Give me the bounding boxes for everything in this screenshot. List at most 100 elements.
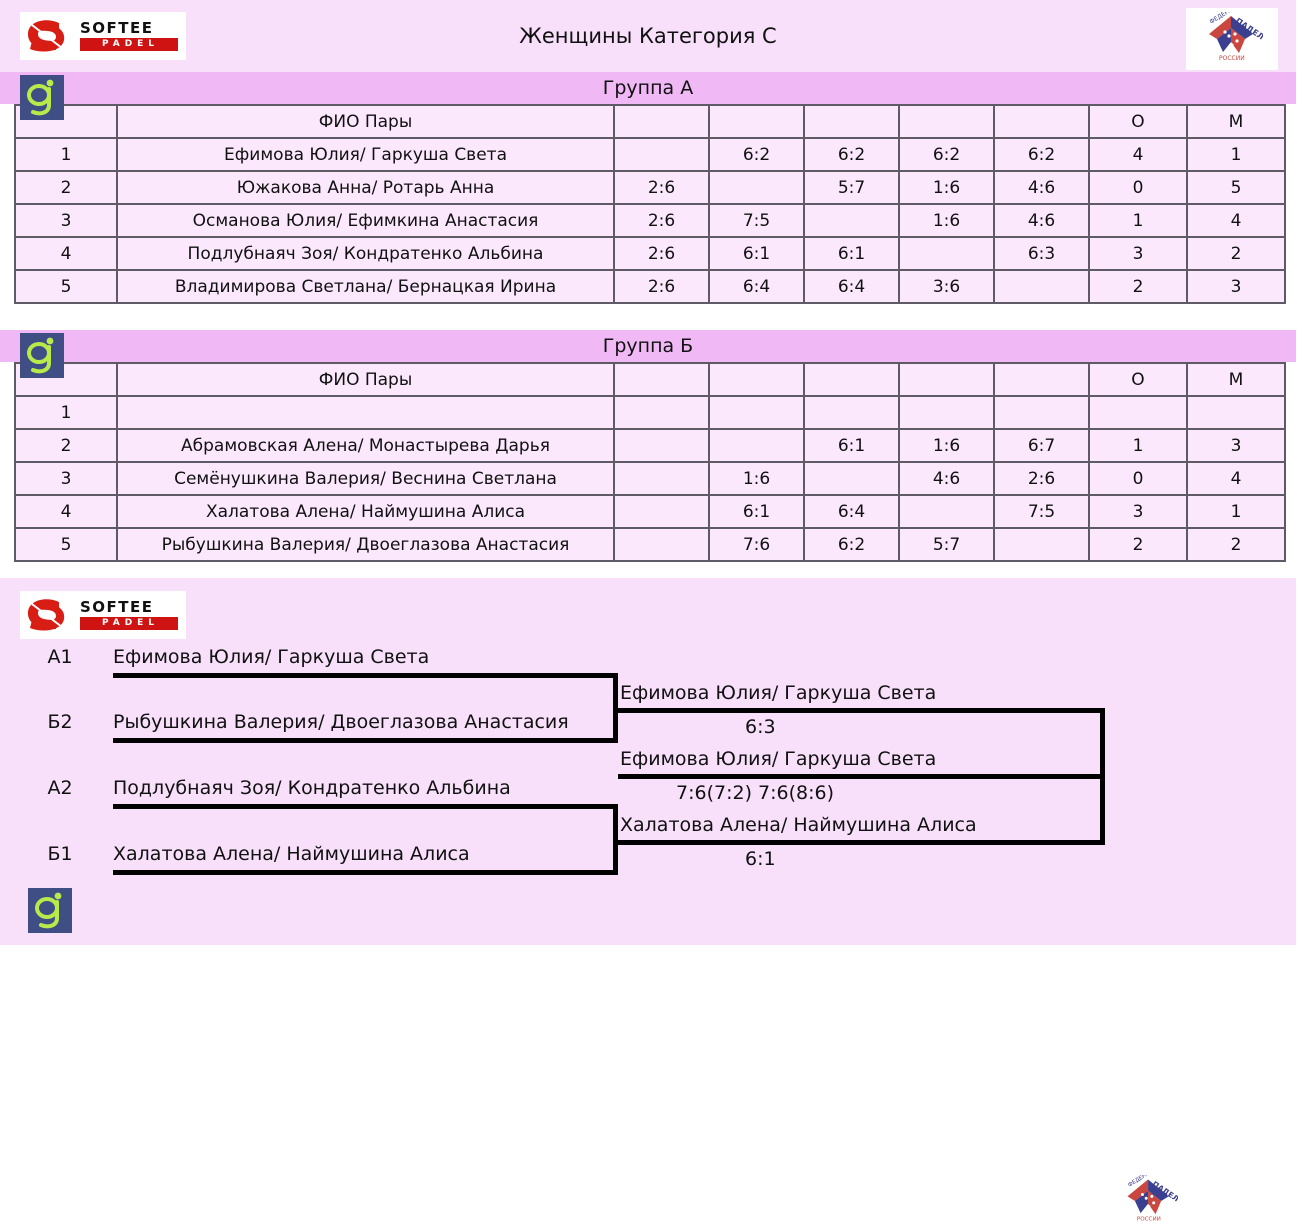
cell-score: 2:6 — [613, 203, 710, 238]
group-b-header: Группа Б — [0, 330, 1296, 378]
padel-russia-logo-icon: ФЕДЕРАЦИЯ ПАДЕЛ РОССИИ — [1208, 12, 1263, 62]
cell-score: 6:1 — [803, 236, 900, 271]
cell-diagonal — [993, 269, 1090, 304]
cell-points — [1088, 395, 1188, 430]
cell-diagonal — [993, 527, 1090, 562]
cell-score: 1:6 — [898, 203, 995, 238]
cell-score: 6:2 — [993, 137, 1090, 172]
softee-wordmark: SOFTEE — [80, 598, 154, 616]
cell-score: 7:6 — [708, 527, 805, 562]
bracket-final-score: 7:6(7:2) 7:6(8:6) — [676, 782, 835, 804]
cell-points: 1 — [1088, 203, 1188, 238]
cell-diagonal — [898, 494, 995, 529]
group-b-title: Группа Б — [602, 335, 694, 357]
bracket-slot-b1: Халатова Алена/ Наймушина Алиса — [113, 843, 470, 865]
cell-score — [708, 395, 805, 430]
cell-points: 4 — [1088, 137, 1188, 172]
col-place: М — [1186, 362, 1286, 397]
cell-place: 5 — [1186, 170, 1286, 205]
col-s1 — [613, 362, 710, 397]
padel-bar: PADEL — [80, 617, 178, 630]
cell-score: 1:6 — [898, 428, 995, 463]
cell-place: 4 — [1186, 203, 1286, 238]
col-s4 — [898, 362, 995, 397]
cell-rank: 1 — [14, 395, 118, 430]
cell-points: 0 — [1088, 461, 1188, 496]
bracket-sf2-score: 6:1 — [745, 848, 776, 870]
bracket-panel: SOFTEE PADEL ФЕДЕРАЦИЯ ПАДЕЛ РОССИИ — [0, 578, 1296, 1232]
cell-diagonal — [613, 137, 710, 172]
cell-pair: Османова Юлия/ Ефимкина Анастасия — [116, 203, 615, 238]
cell-score: 1:6 — [708, 461, 805, 496]
cell-score: 6:7 — [993, 428, 1090, 463]
seed-b2: Б2 — [47, 711, 73, 733]
col-s2 — [708, 104, 805, 139]
cell-score: 2:6 — [613, 236, 710, 271]
cell-pair: Рыбушкина Валерия/ Двоеглазова Анастасия — [116, 527, 615, 562]
cell-score: 5:7 — [803, 170, 900, 205]
federation-logo: ФЕДЕРАЦИЯ ПАДЕЛ РОССИИ — [1110, 1170, 1188, 1232]
bracket-sf1-score: 6:3 — [745, 716, 776, 738]
col-s5 — [993, 362, 1090, 397]
g-logo-icon — [20, 75, 64, 120]
bracket-slot-b2: Рыбушкина Валерия/ Двоеглазова Анастасия — [113, 711, 569, 733]
cell-points: 2 — [1088, 527, 1188, 562]
cell-score: 2:6 — [613, 269, 710, 304]
seed-b1: Б1 — [47, 843, 73, 865]
cell-points: 1 — [1088, 428, 1188, 463]
bracket-sf2-winner: Халатова Алена/ Наймушина Алиса — [620, 814, 977, 836]
bracket-line — [618, 840, 1105, 845]
page-title: Женщины Категория C — [0, 0, 1296, 72]
cell-rank: 5 — [14, 269, 118, 304]
cell-place: 2 — [1186, 527, 1286, 562]
bracket-connector — [613, 804, 618, 875]
softee-padel-logo: SOFTEE PADEL — [20, 591, 186, 639]
cell-score: 7:5 — [993, 494, 1090, 529]
bracket-line — [113, 738, 618, 743]
cell-score — [993, 395, 1090, 430]
cell-place — [1186, 395, 1286, 430]
bracket-line — [113, 804, 618, 809]
cell-diagonal — [708, 428, 805, 463]
cell-place: 1 — [1186, 137, 1286, 172]
cell-diagonal — [803, 203, 900, 238]
cell-score: 4:6 — [898, 461, 995, 496]
cell-score — [898, 395, 995, 430]
group-a-title: Группа А — [602, 77, 694, 99]
col-s1 — [613, 104, 710, 139]
padel-wordmark: PADEL — [101, 39, 160, 49]
cell-score: 2:6 — [993, 461, 1090, 496]
cell-score: 6:1 — [708, 236, 805, 271]
cell-points: 3 — [1088, 236, 1188, 271]
cell-pair: Владимирова Светлана/ Бернацкая Ирина — [116, 269, 615, 304]
cell-rank: 4 — [14, 236, 118, 271]
cell-score — [613, 428, 710, 463]
cell-score: 6:2 — [898, 137, 995, 172]
col-place: М — [1186, 104, 1286, 139]
col-points: О — [1088, 362, 1188, 397]
cell-rank: 2 — [14, 428, 118, 463]
header-strip: SOFTEE PADEL Женщины Категория C ФЕДЕРАЦ… — [0, 0, 1296, 72]
cell-score: 6:1 — [708, 494, 805, 529]
cell-pair — [116, 395, 615, 430]
cell-points: 2 — [1088, 269, 1188, 304]
bracket-final-winner: Ефимова Юлия/ Гаркуша Света — [620, 748, 937, 770]
bracket-line — [113, 673, 618, 678]
page-title-text: Женщины Категория C — [519, 24, 777, 48]
cell-place: 3 — [1186, 269, 1286, 304]
cell-place: 1 — [1186, 494, 1286, 529]
cell-pair: Южакова Анна/ Ротарь Анна — [116, 170, 615, 205]
cell-score: 3:6 — [898, 269, 995, 304]
col-s2 — [708, 362, 805, 397]
col-s4 — [898, 104, 995, 139]
cell-rank: 2 — [14, 170, 118, 205]
